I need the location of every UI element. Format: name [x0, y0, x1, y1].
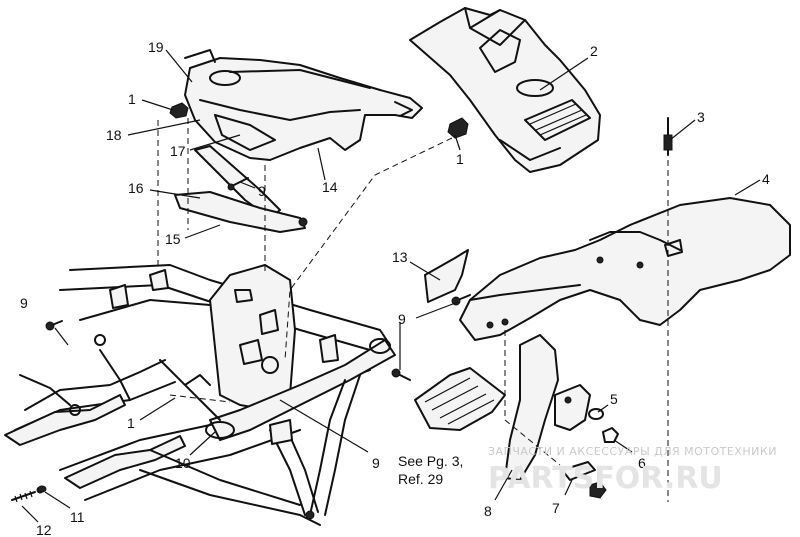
part-bracket-15	[174, 191, 308, 233]
callout-1-frame: 1	[127, 415, 135, 431]
part-front-fender	[459, 197, 791, 341]
callout-9-frame-right: 9	[372, 455, 380, 471]
callouts: 19 1 18 17 16 9 15 14 2 1 3 4 13 9 9 1 1…	[20, 39, 770, 537]
callout-5: 5	[610, 391, 618, 407]
callout-17: 17	[170, 143, 186, 159]
part-clip-left	[169, 102, 189, 119]
part-clip-right	[447, 117, 469, 139]
part-washer-11	[37, 485, 47, 493]
part-front-nose-cover	[409, 7, 601, 173]
part-screw-9c	[391, 368, 411, 381]
assembly-lines	[157, 118, 669, 502]
reference-note-line1: See Pg. 3,	[398, 453, 463, 469]
callout-4: 4	[762, 171, 770, 187]
callout-7: 7	[552, 500, 560, 516]
part-mudflap-8	[504, 334, 591, 481]
callout-9-fender: 9	[398, 311, 406, 327]
callout-9-frame-left: 9	[20, 295, 28, 311]
reference-note-line2: Ref. 29	[398, 471, 443, 487]
watermark-brand: PARTSFOR.RU	[488, 461, 723, 496]
part-nut-6	[602, 427, 619, 443]
leader-lines	[21, 49, 761, 523]
callout-18: 18	[106, 127, 122, 143]
watermark: ЗАПЧАСТИ И АКСЕССУАРЫ ДЛЯ МОТОТЕХНИКИ PA…	[488, 445, 777, 496]
part-main-frame	[4, 264, 396, 526]
part-screw-9d	[45, 320, 63, 331]
callout-13: 13	[392, 249, 408, 265]
callout-8: 8	[484, 503, 492, 519]
callout-19: 19	[148, 39, 164, 55]
watermark-tagline: ЗАПЧАСТИ И АКСЕССУАРЫ ДЛЯ МОТОТЕХНИКИ	[488, 445, 777, 458]
callout-11: 11	[70, 509, 85, 525]
callout-15: 15	[165, 231, 181, 247]
part-bolt-12	[11, 490, 36, 503]
callout-3: 3	[697, 109, 705, 125]
callout-1-clip-left: 1	[128, 91, 136, 107]
callout-12: 12	[36, 522, 52, 537]
part-bracket-16	[194, 145, 281, 219]
part-washer-5	[588, 408, 604, 420]
reference-note: See Pg. 3, Ref. 29	[398, 453, 463, 487]
part-footrest	[414, 367, 506, 431]
callout-6: 6	[638, 455, 646, 471]
part-bolt-3	[663, 117, 673, 156]
callout-16: 16	[128, 180, 144, 196]
callout-9-bracket: 9	[258, 183, 266, 199]
callout-1-clip-right: 1	[456, 151, 464, 167]
part-plate-7	[561, 461, 596, 481]
callout-2: 2	[590, 43, 598, 59]
callout-10: 10	[175, 455, 191, 471]
callout-14: 14	[322, 179, 338, 195]
part-decal-13	[424, 249, 469, 303]
part-front-rack-cover	[184, 49, 423, 161]
part-nut-bottom	[589, 481, 607, 499]
